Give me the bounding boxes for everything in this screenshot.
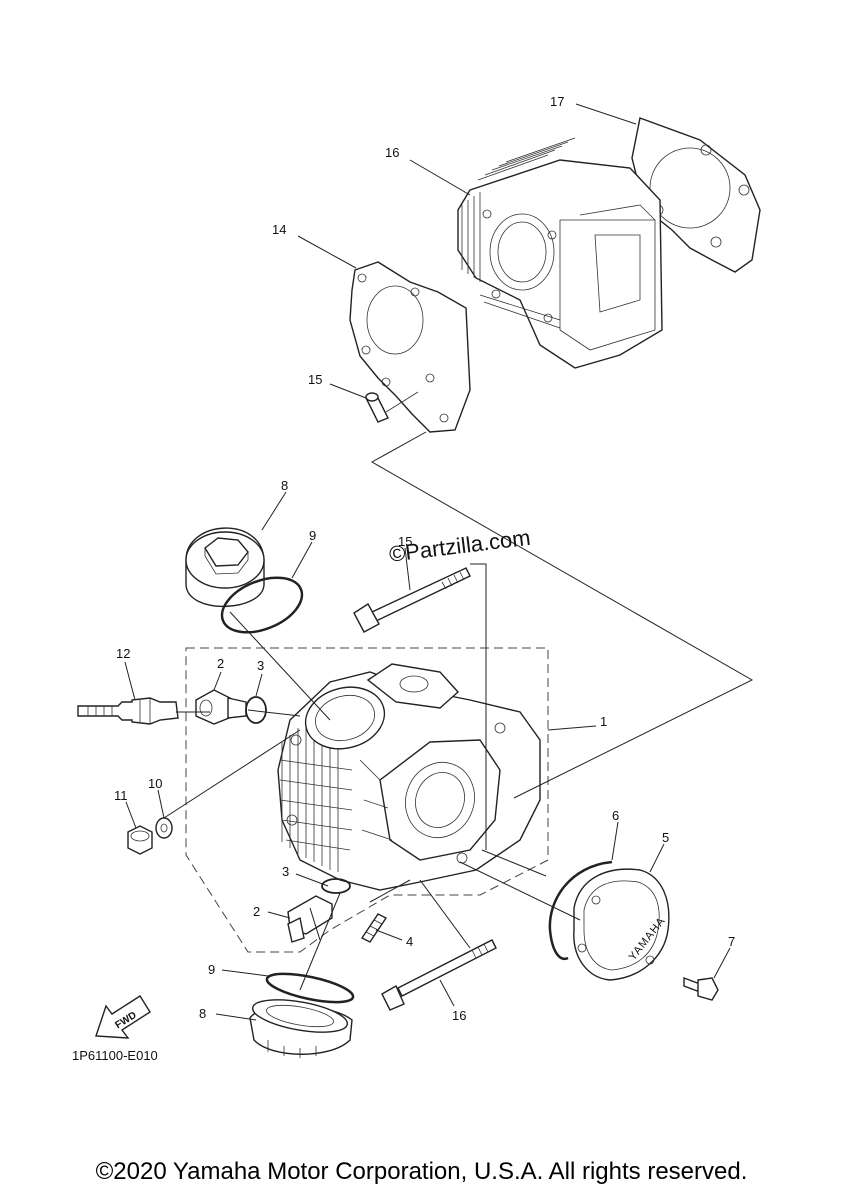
part-2-plug-bottom	[287, 895, 333, 943]
callout-14: 15	[308, 372, 322, 387]
assembly-lines	[163, 431, 754, 991]
part-5-side-cover: YAMAHA	[573, 868, 670, 981]
part-3-oring-top	[245, 696, 267, 724]
assembly-outline-dashed	[185, 647, 549, 953]
part-9-oring-top	[220, 576, 304, 634]
callout-10: 10	[148, 776, 162, 791]
callout-7: 7	[728, 934, 735, 949]
part-7-bolt	[683, 976, 719, 1001]
callout-2-top: 2	[217, 656, 224, 671]
callout-1: 1	[600, 714, 607, 729]
diagram-code: 1P61100-E010	[72, 1048, 158, 1063]
callout-3-top: 3	[257, 658, 264, 673]
fwd-arrow-icon: FWD	[95, 995, 151, 1039]
part-16-cylinder	[457, 137, 663, 369]
part-11-nut	[127, 825, 153, 855]
part-3-oring-bottom	[321, 878, 351, 894]
copyright-footer: ©2020 Yamaha Motor Corporation, U.S.A. A…	[95, 1158, 748, 1185]
callout-6: 6	[612, 808, 619, 823]
callout-leaders	[124, 103, 731, 1021]
callout-2-bottom: 2	[253, 904, 260, 919]
part-13-gasket	[349, 261, 471, 433]
callout-13: 14	[272, 222, 286, 237]
callout-8-top: 8	[281, 478, 288, 493]
part-10-washer	[155, 817, 173, 839]
callout-11: 11	[114, 788, 128, 803]
part-15-bolt-bottom	[381, 939, 497, 1011]
callout-9-bottom: 9	[208, 962, 215, 977]
part-9-oring-bottom	[265, 972, 355, 1004]
watermark-text: ©Partzilla.com	[388, 525, 532, 567]
callout-5: 5	[662, 830, 669, 845]
part-4-stud	[360, 913, 388, 943]
part-8-cap-top	[185, 527, 265, 608]
part-12-spark-plug	[77, 697, 186, 725]
callout-12: 12	[116, 646, 130, 661]
part-14-dowel-pin	[365, 391, 419, 423]
part-6-gasket	[548, 860, 613, 961]
part-8-cap-bottom	[249, 999, 353, 1058]
callout-8-bottom: 8	[199, 1006, 206, 1021]
callout-labels: 17 16 14 15 8 9 15 12 2 3 1 10 11 3 2 4 …	[114, 94, 735, 1023]
part-2-plug-top	[195, 689, 247, 725]
callout-16: 16	[385, 145, 399, 160]
part-1-cylinder-head	[277, 663, 541, 891]
callout-15-top: 15	[398, 534, 412, 549]
callout-15-bottom: 16	[452, 1008, 466, 1023]
callout-9-top: 9	[309, 528, 316, 543]
callout-3-bottom: 3	[282, 864, 289, 879]
part-15-bolt-top	[353, 567, 471, 633]
callout-17: 17	[550, 94, 564, 109]
callout-4: 4	[406, 934, 413, 949]
